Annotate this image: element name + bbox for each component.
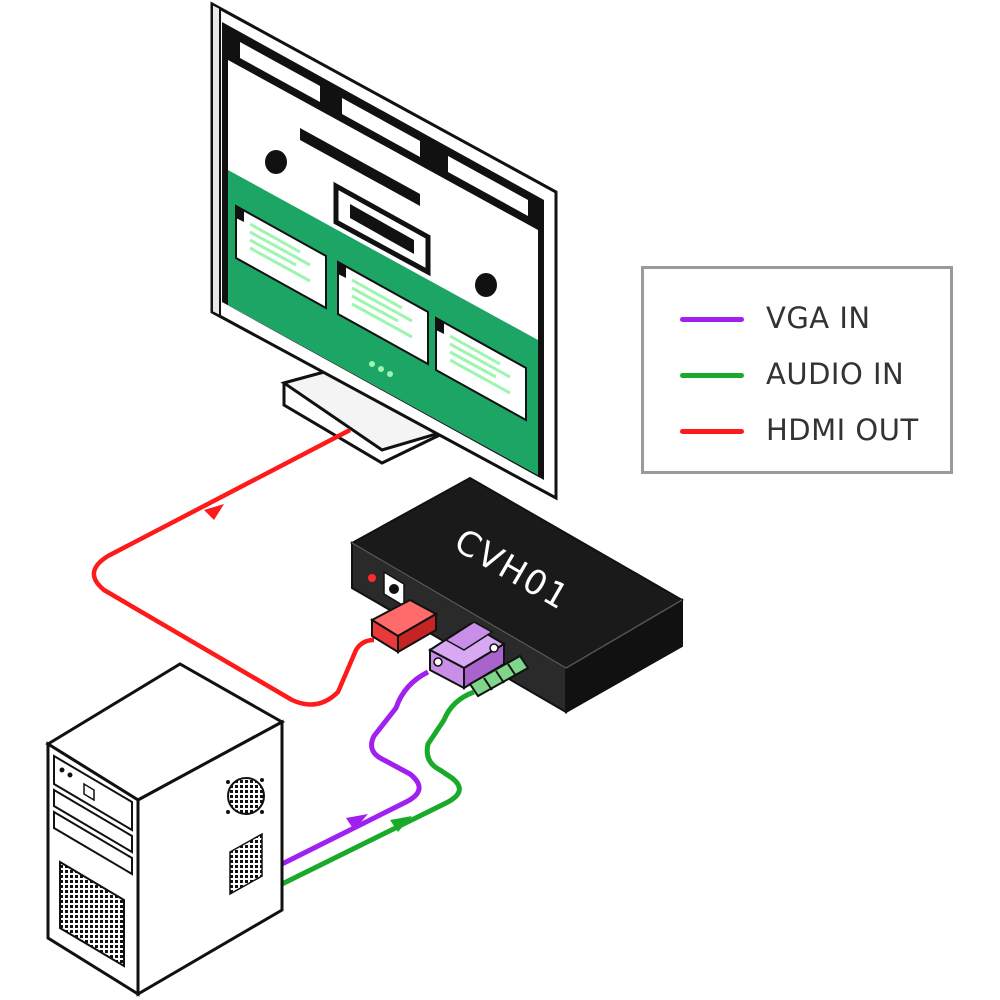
rear-fan-icon [227,777,265,815]
hdmi-connector [369,598,439,654]
screen-dot-left [265,150,287,174]
legend-swatch-audio [680,373,744,378]
legend-swatch-vga [680,317,744,322]
legend-label-vga: VGA IN [766,301,871,335]
legend-swatch-hdmi [680,429,744,434]
vga-arrow [346,814,368,830]
vga-connector [428,621,506,690]
screen-card-1 [235,204,327,310]
screen-card-3 [435,316,527,422]
legend-label-hdmi: HDMI OUT [766,413,919,447]
legend-item-vga: VGA IN [644,299,950,339]
monitor [210,1,558,501]
audio-in-cable [280,689,475,887]
power-led [368,574,376,582]
hdmi-out-cable [91,428,375,707]
hdmi-arrow [204,504,224,520]
legend: VGA IN AUDIO IN HDMI OUT [641,266,953,474]
screen-card-2 [337,260,429,366]
legend-item-hdmi: HDMI OUT [644,411,950,451]
cvh01-device: CVH01 [349,476,684,714]
side-vent [229,832,263,896]
audio-connector [468,654,530,698]
legend-label-audio: AUDIO IN [766,357,905,391]
front-grille [59,860,125,968]
vga-in-cable [280,669,430,867]
pc-tower [45,662,286,997]
audio-arrow [390,816,412,832]
screen-dot-right [475,273,497,297]
legend-item-audio: AUDIO IN [644,355,950,395]
